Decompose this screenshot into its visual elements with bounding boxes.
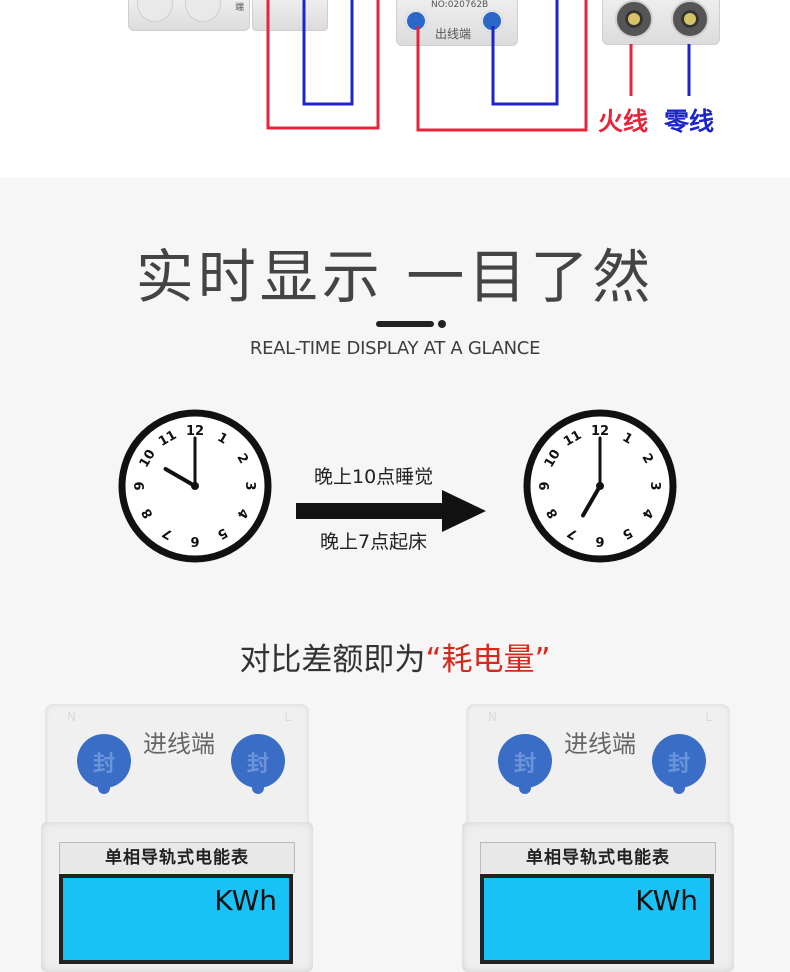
clock-numeral: 3 (242, 481, 257, 490)
clock-numeral: 12 (591, 424, 609, 439)
seal-icon: 封 (231, 734, 285, 794)
comparison-caption: 对比差额即为“耗电量” (0, 634, 790, 679)
serial-number: NO:020762B (431, 0, 489, 10)
clock-numeral: 3 (647, 481, 662, 490)
clock-numeral: 9 (133, 481, 148, 490)
hour-hand (581, 484, 602, 518)
clock-center (191, 482, 199, 490)
meter-nameplate: 单相导轨式电能表 (480, 842, 716, 873)
section-subtitle: REAL-TIME DISPLAY AT A GLANCE (249, 338, 541, 359)
meter-lcd-display: KWh (480, 874, 714, 964)
comparison-text: 对比差额即为 (239, 642, 426, 678)
meter-nameplate: 单相导轨式电能表 (59, 842, 295, 873)
sleep-time-label: 晚上10点睡觉 (314, 466, 434, 488)
section-title: 实时显示 一目了然 (135, 243, 655, 311)
meter-terminal-cover: N L 封 进线端 封 (466, 704, 730, 830)
meter-lcd-display: KWh (59, 874, 293, 964)
wake-time-label: 晚上7点起床 (320, 531, 428, 553)
meter-terminal-cover: N L 封 进线端 封 (45, 704, 309, 830)
terminal-screw-neutral (671, 0, 709, 38)
kwh-unit: KWh (635, 884, 698, 917)
seal-icon: 封 (77, 734, 131, 794)
clock-numeral: 9 (538, 481, 553, 490)
clock-numeral: 6 (190, 533, 199, 548)
seal-icon: 封 (652, 734, 706, 794)
live-wire-left (266, 0, 380, 130)
breaker-device: 端 (128, 0, 250, 31)
device-side-char: 端 (235, 3, 245, 13)
neutral-label: 零线 (664, 107, 715, 136)
seal-icon: 封 (498, 734, 552, 794)
live-corner-mark: L (284, 710, 291, 724)
live-label: 火线 (598, 107, 649, 136)
live-wire-middle (416, 0, 588, 132)
meter-after: N L 封 进线端 封 单相导轨式电能表 KWh (462, 704, 734, 972)
outlet-terminal-block: NO:020762B 出线端 (396, 0, 518, 46)
title-underline-dot (438, 320, 446, 328)
neutral-corner-mark: N (488, 710, 497, 724)
power-terminal (602, 0, 720, 45)
neutral-corner-mark: N (67, 710, 76, 724)
neutral-wire-middle (491, 0, 559, 106)
inlet-label: 进线端 (564, 730, 636, 758)
terminal-screw-live (615, 0, 653, 38)
kwh-unit: KWh (214, 884, 277, 917)
breaker-clip (252, 0, 328, 31)
clock-numeral: 6 (595, 533, 604, 548)
title-underline-bar (376, 321, 434, 327)
blue-terminal (481, 10, 503, 32)
wiring-diagram: 端 NO:020762B 出线端 火线 零线 (0, 0, 790, 178)
inlet-label: 进线端 (143, 730, 215, 758)
neutral-wire-left (302, 0, 354, 106)
meter-before: N L 封 进线端 封 单相导轨式电能表 KWh (41, 704, 313, 972)
blue-terminal (405, 10, 427, 32)
clock-numeral: 12 (186, 424, 204, 439)
wire-lines (266, 0, 691, 132)
consumption-highlight: “耗电量” (425, 642, 551, 678)
live-corner-mark: L (705, 710, 712, 724)
clock-center (596, 482, 604, 490)
outlet-label: 出线端 (435, 27, 472, 41)
arrow-right-icon (296, 490, 486, 532)
hour-hand (163, 467, 197, 488)
